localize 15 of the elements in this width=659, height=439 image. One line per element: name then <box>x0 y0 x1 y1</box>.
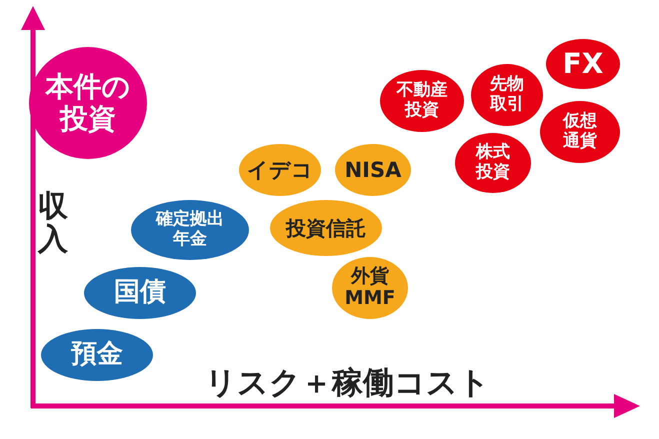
node-label: 投資信託 <box>286 216 366 240</box>
node-label: NISA <box>344 158 402 182</box>
node-label: 本件の投資 <box>44 70 132 136</box>
node-label: イデコ <box>247 158 313 182</box>
node-label: 株式投資 <box>474 143 511 183</box>
node-label: 外貨MMF <box>344 266 396 310</box>
node-label: 確定拠出年金 <box>155 210 225 250</box>
node-label: 先物取引 <box>488 75 525 115</box>
node-label: 預金 <box>71 340 123 370</box>
node-label: 国債 <box>114 278 166 308</box>
node-label: 不動産投資 <box>396 81 448 121</box>
y-axis-label: 収入 <box>38 190 69 256</box>
node-label: FX <box>562 48 604 80</box>
x-axis-label: リスク＋稼働コスト <box>205 364 490 403</box>
node-label: 仮想通貨 <box>562 112 598 152</box>
